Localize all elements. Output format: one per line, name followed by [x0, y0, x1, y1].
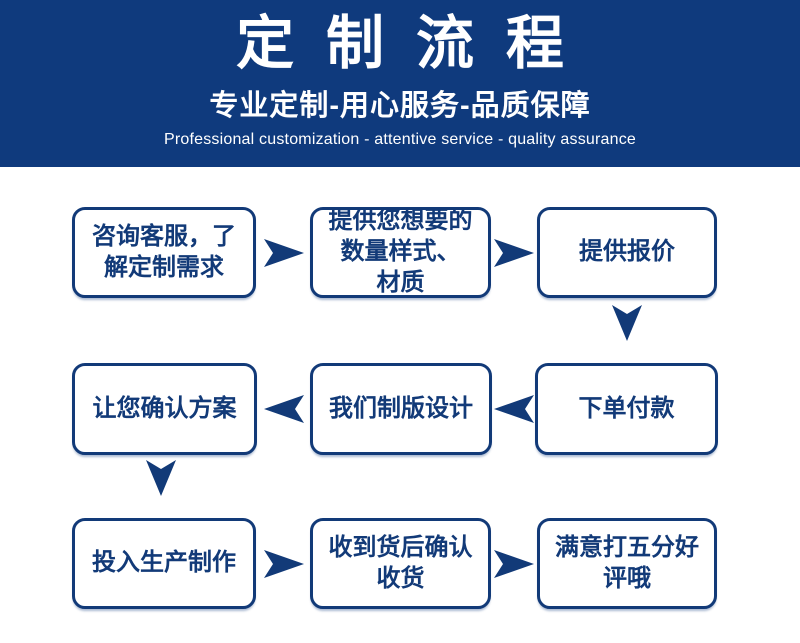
arrow-left-icon: [264, 395, 304, 423]
page-subtitle: 专业定制-用心服务-品质保障: [209, 89, 591, 122]
page-title: 定制流程: [236, 11, 596, 76]
flowchart-canvas: 咨询客服，了 解定制需求 提供您想要的 数量样式、 材质 提供报价 让您确认方案…: [0, 167, 800, 643]
arrow-down-icon: [612, 305, 642, 341]
header-banner: 定制流程 专业定制-用心服务-品质保障 Professional customi…: [0, 0, 800, 167]
step-provide-quote: 提供报价: [537, 207, 717, 298]
arrow-down-icon: [146, 460, 176, 496]
arrow-right-icon: [494, 239, 534, 267]
arrow-right-icon: [494, 550, 534, 578]
step-production: 投入生产制作: [72, 518, 256, 609]
step-provide-specs: 提供您想要的 数量样式、 材质: [310, 207, 491, 298]
arrow-left-icon: [494, 395, 534, 423]
arrow-right-icon: [264, 550, 304, 578]
step-confirm-receipt: 收到货后确认 收货: [310, 518, 491, 609]
step-plate-design: 我们制版设计: [310, 363, 492, 455]
step-consult-service: 咨询客服，了 解定制需求: [72, 207, 256, 298]
step-five-star-review: 满意打五分好 评哦: [537, 518, 717, 609]
arrow-right-icon: [264, 239, 304, 267]
page-subtitle-english: Professional customization - attentive s…: [163, 130, 637, 148]
step-place-order: 下单付款: [535, 363, 718, 455]
step-confirm-plan: 让您确认方案: [72, 363, 257, 455]
